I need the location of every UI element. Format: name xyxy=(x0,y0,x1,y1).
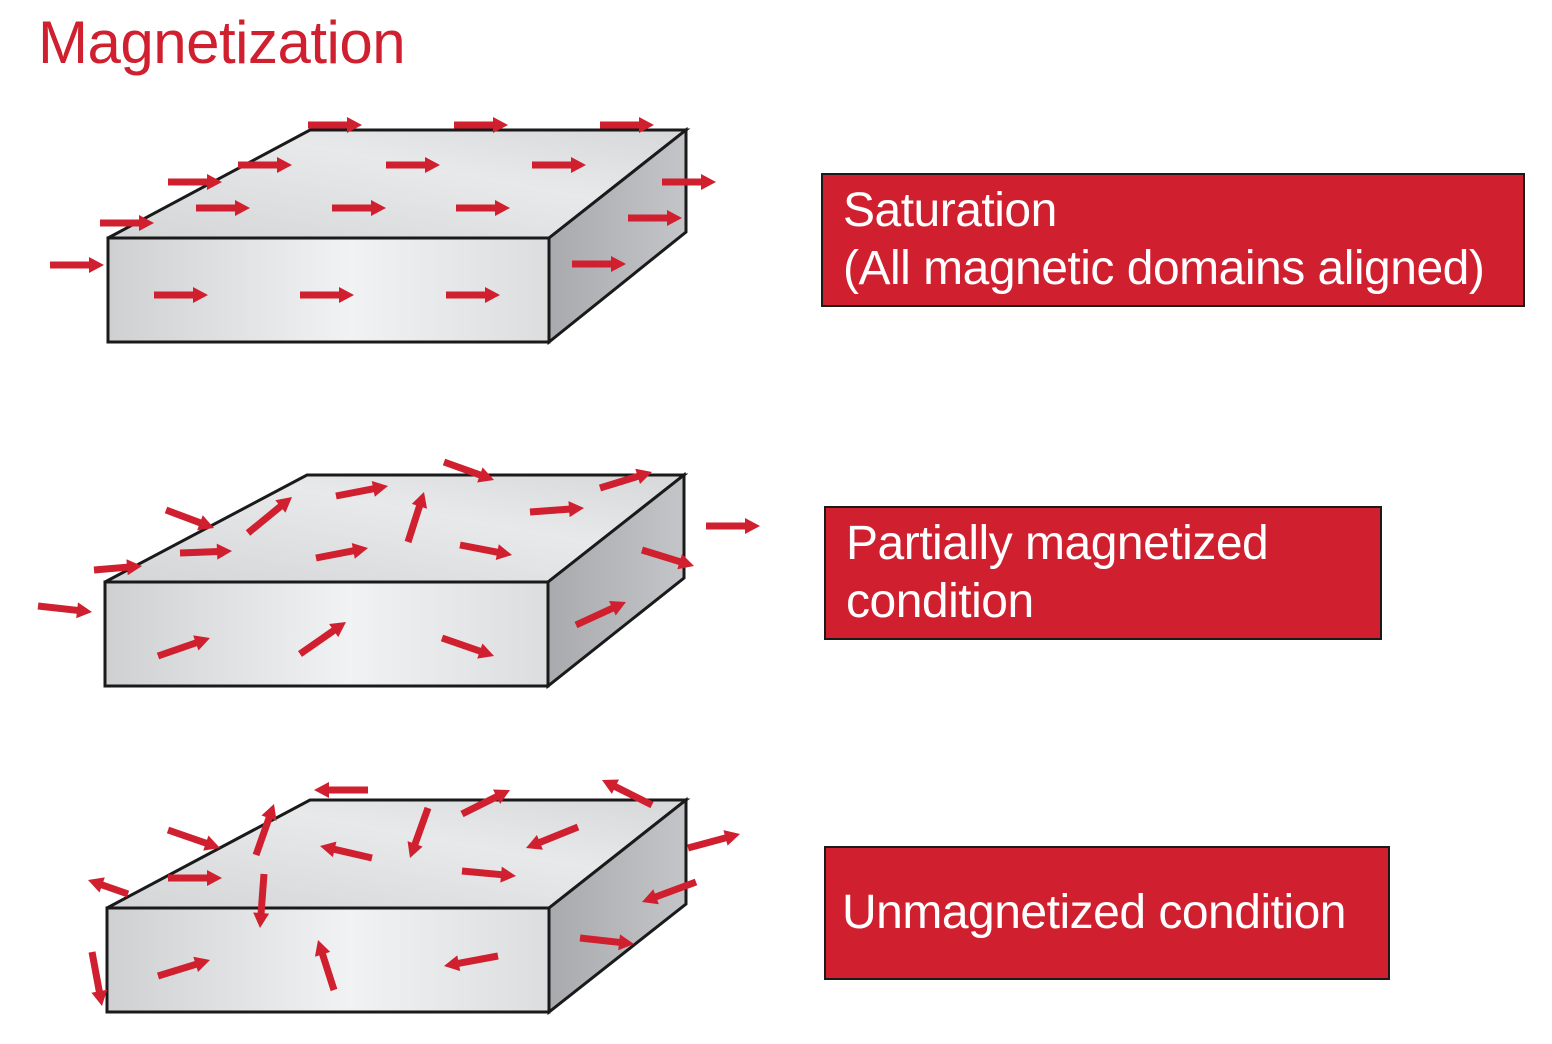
arrow-icon xyxy=(164,506,214,531)
arrow-icon xyxy=(238,157,292,173)
label-line: Unmagnetized condition xyxy=(842,886,1347,940)
arrow-icon xyxy=(320,841,373,862)
arrow-icon xyxy=(579,934,634,951)
arrow-icon xyxy=(335,480,388,500)
arrow-icon xyxy=(196,200,250,216)
arrow-icon xyxy=(156,635,210,660)
arrow-icon xyxy=(308,117,362,133)
arrow-icon xyxy=(253,873,270,928)
label-line: (All magnetic domains aligned) xyxy=(843,242,1485,295)
arrow-icon xyxy=(332,200,386,216)
arrow-icon xyxy=(642,878,698,905)
arrow-icon xyxy=(179,543,232,560)
arrow-icon xyxy=(386,157,440,173)
arrow-icon xyxy=(662,174,716,190)
arrow-icon xyxy=(574,601,626,629)
arrow-icon xyxy=(444,952,499,972)
arrow-icon xyxy=(529,501,584,518)
arrow-icon xyxy=(298,622,346,657)
arrow-icon xyxy=(314,940,338,992)
arrow-icon xyxy=(404,492,428,544)
block-front-face xyxy=(106,236,551,344)
arrow-icon xyxy=(526,823,580,850)
diagram-title: Magnetization xyxy=(38,9,406,76)
arrow-icon xyxy=(245,497,292,536)
label-line: condition xyxy=(846,575,1034,628)
arrow-icon xyxy=(166,826,220,851)
arrow-icon xyxy=(602,779,654,809)
arrow-icon xyxy=(446,287,500,303)
arrow-icon xyxy=(706,518,760,534)
arrow-icon xyxy=(300,287,354,303)
arrow-icon xyxy=(460,789,510,818)
arrow-icon xyxy=(315,542,368,562)
label-saturation: Saturation (All magnetic domains aligned… xyxy=(821,173,1525,307)
arrow-icon xyxy=(88,877,130,898)
arrow-icon xyxy=(600,117,654,133)
label-unmagnetized: Unmagnetized condition xyxy=(824,846,1390,980)
arrow-icon xyxy=(459,541,512,561)
block-partially-magnetized xyxy=(103,471,689,690)
arrow-icon xyxy=(100,215,154,231)
arrow-icon xyxy=(640,546,694,570)
domain-arrows xyxy=(37,117,760,1006)
arrow-icon xyxy=(154,287,208,303)
block-saturation xyxy=(106,126,691,346)
arrow-icon xyxy=(628,210,682,226)
arrow-icon xyxy=(156,956,210,980)
arrow-icon xyxy=(440,634,494,659)
arrow-icon xyxy=(407,806,432,858)
arrow-icon xyxy=(598,468,652,492)
arrow-icon xyxy=(572,256,626,272)
arrow-icon xyxy=(88,951,108,1006)
arrow-icon xyxy=(456,200,510,216)
label-line: Partially magnetized xyxy=(846,517,1269,571)
arrow-icon xyxy=(314,782,368,798)
arrow-icon xyxy=(93,559,142,576)
arrow-icon xyxy=(37,602,92,619)
arrow-icon xyxy=(532,157,586,173)
label-partially-magnetized: Partially magnetized condition xyxy=(824,506,1382,640)
arrow-icon xyxy=(168,174,222,190)
arrow-icon xyxy=(461,866,516,883)
arrow-icon xyxy=(168,870,222,886)
arrow-icon xyxy=(454,117,508,133)
arrow-icon xyxy=(252,804,277,857)
label-line: Saturation xyxy=(843,184,1057,238)
block-unmagnetized xyxy=(105,796,691,1016)
arrow-icon xyxy=(442,458,494,483)
arrow-icon xyxy=(687,830,740,852)
arrow-icon xyxy=(50,257,104,273)
